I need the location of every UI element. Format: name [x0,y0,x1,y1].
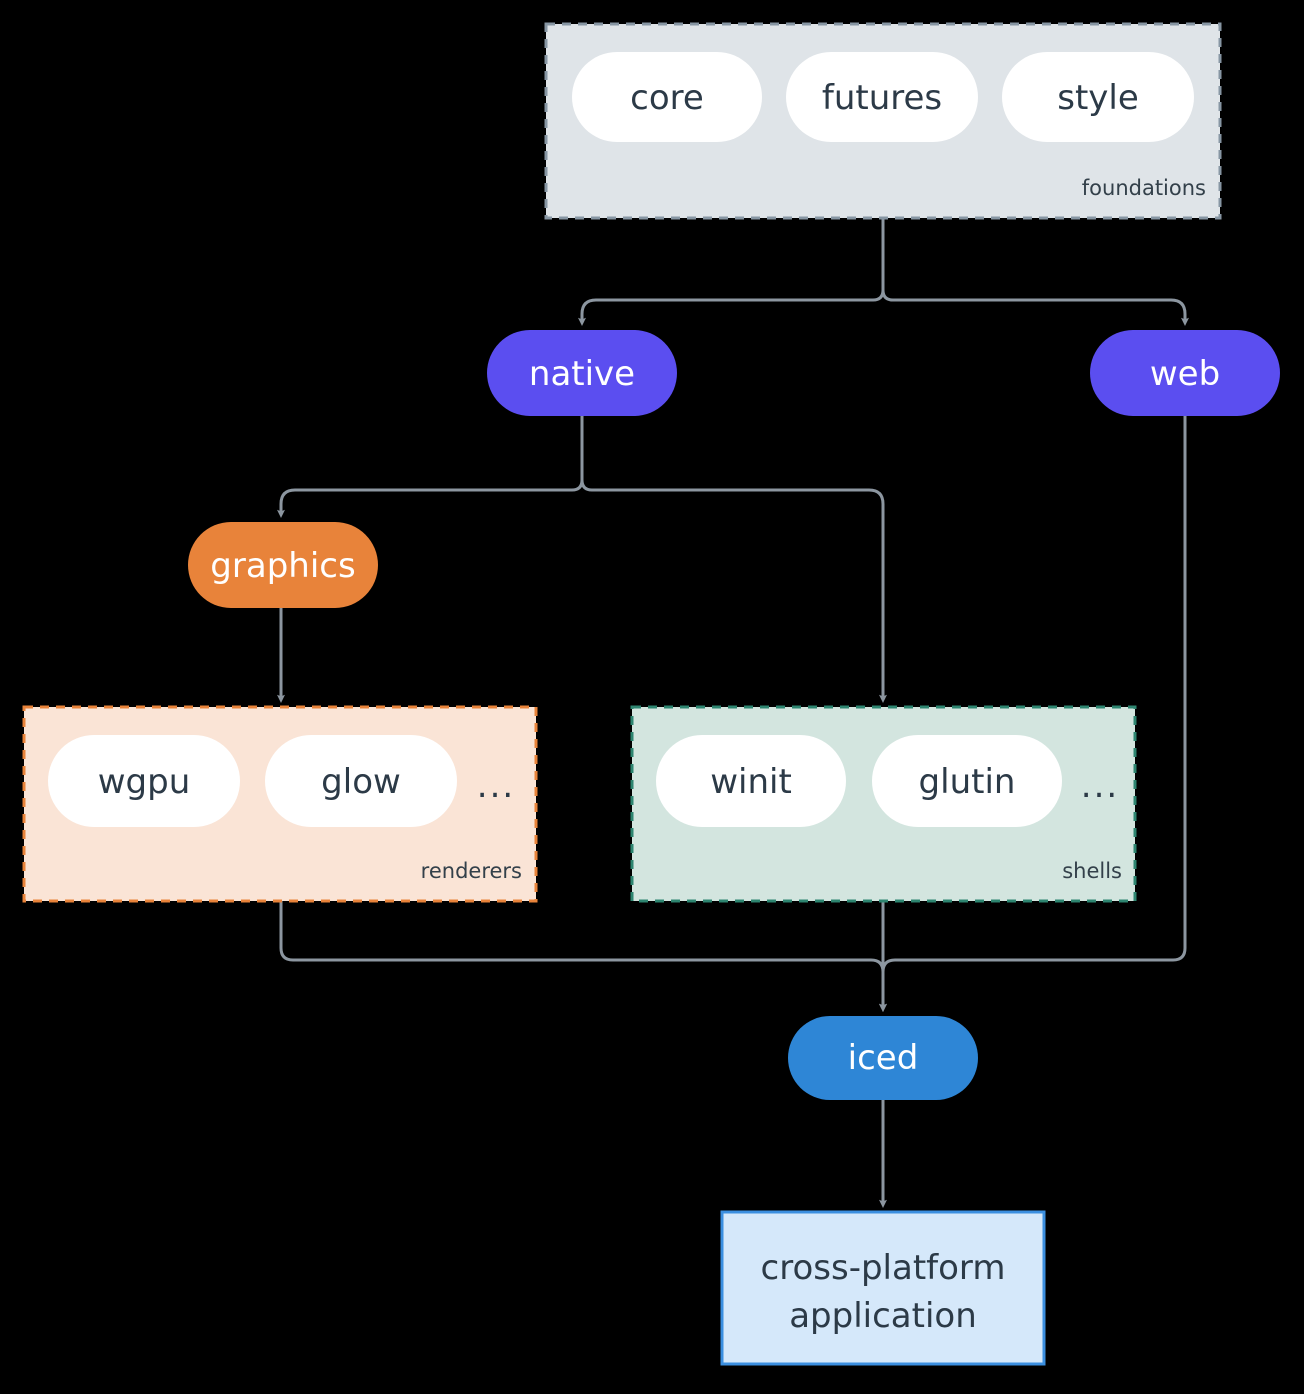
node-web[interactable]: web [1090,330,1280,416]
pill-winit[interactable] [656,735,846,827]
foundations-member-futures[interactable]: futures [786,52,978,142]
pill-wgpu-label: wgpu [98,762,191,802]
pill-glow-label: glow [321,762,401,802]
pill-wgpu[interactable] [48,735,240,827]
node-iced-shape[interactable] [788,1016,978,1100]
foundations-member-style[interactable]: style [1002,52,1194,142]
node-native-label: native [529,354,635,394]
pill-core[interactable] [572,52,762,142]
pill-glutin[interactable] [872,735,1062,827]
pill-futures-label: futures [822,78,942,118]
pill-style-label: style [1057,78,1139,118]
node-application-label-line1: cross-platform [761,1248,1006,1288]
edge-layer [277,218,1189,1209]
edge-web-to-iced [879,416,1187,1013]
node-iced[interactable]: iced [788,1016,978,1100]
shells-member-glutin[interactable]: glutin [872,735,1062,827]
group-renderers: wgpu glow ... renderers [22,705,538,903]
renderers-member-wgpu[interactable]: wgpu [48,735,240,827]
pill-glutin-label: glutin [919,762,1016,802]
shells-group-label: shells [1062,859,1122,883]
node-native[interactable]: native [487,330,677,416]
node-graphics-label: graphics [210,546,355,586]
renderers-ellipsis: ... [477,766,515,806]
node-graphics[interactable]: graphics [188,522,378,608]
shells-ellipsis: ... [1081,766,1119,806]
node-graphics-shape[interactable] [188,522,378,608]
renderers-group-label: renderers [421,859,522,883]
node-web-shape[interactable] [1090,330,1280,416]
foundations-group-label: foundations [1082,176,1206,200]
node-native-shape[interactable] [487,330,677,416]
foundations-member-core[interactable]: core [572,52,762,142]
pill-winit-label: winit [710,762,792,802]
pill-glow[interactable] [265,735,457,827]
pill-futures[interactable] [786,52,978,142]
edge-foundations-to-web [881,218,1189,327]
renderers-member-glow[interactable]: glow [265,735,457,827]
group-foundations: core futures style foundations [544,22,1222,220]
node-application[interactable]: cross-platform application [720,1210,1046,1366]
node-iced-label: iced [848,1038,919,1078]
pill-core-label: core [630,78,704,118]
edge-native-to-shells [580,416,887,704]
shells-member-winit[interactable]: winit [656,735,846,827]
pill-style[interactable] [1002,52,1194,142]
node-web-label: web [1150,354,1220,394]
node-application-label-line2: application [789,1296,977,1336]
group-shells: winit glutin ... shells [630,705,1137,903]
node-application-shape[interactable] [720,1210,1046,1366]
